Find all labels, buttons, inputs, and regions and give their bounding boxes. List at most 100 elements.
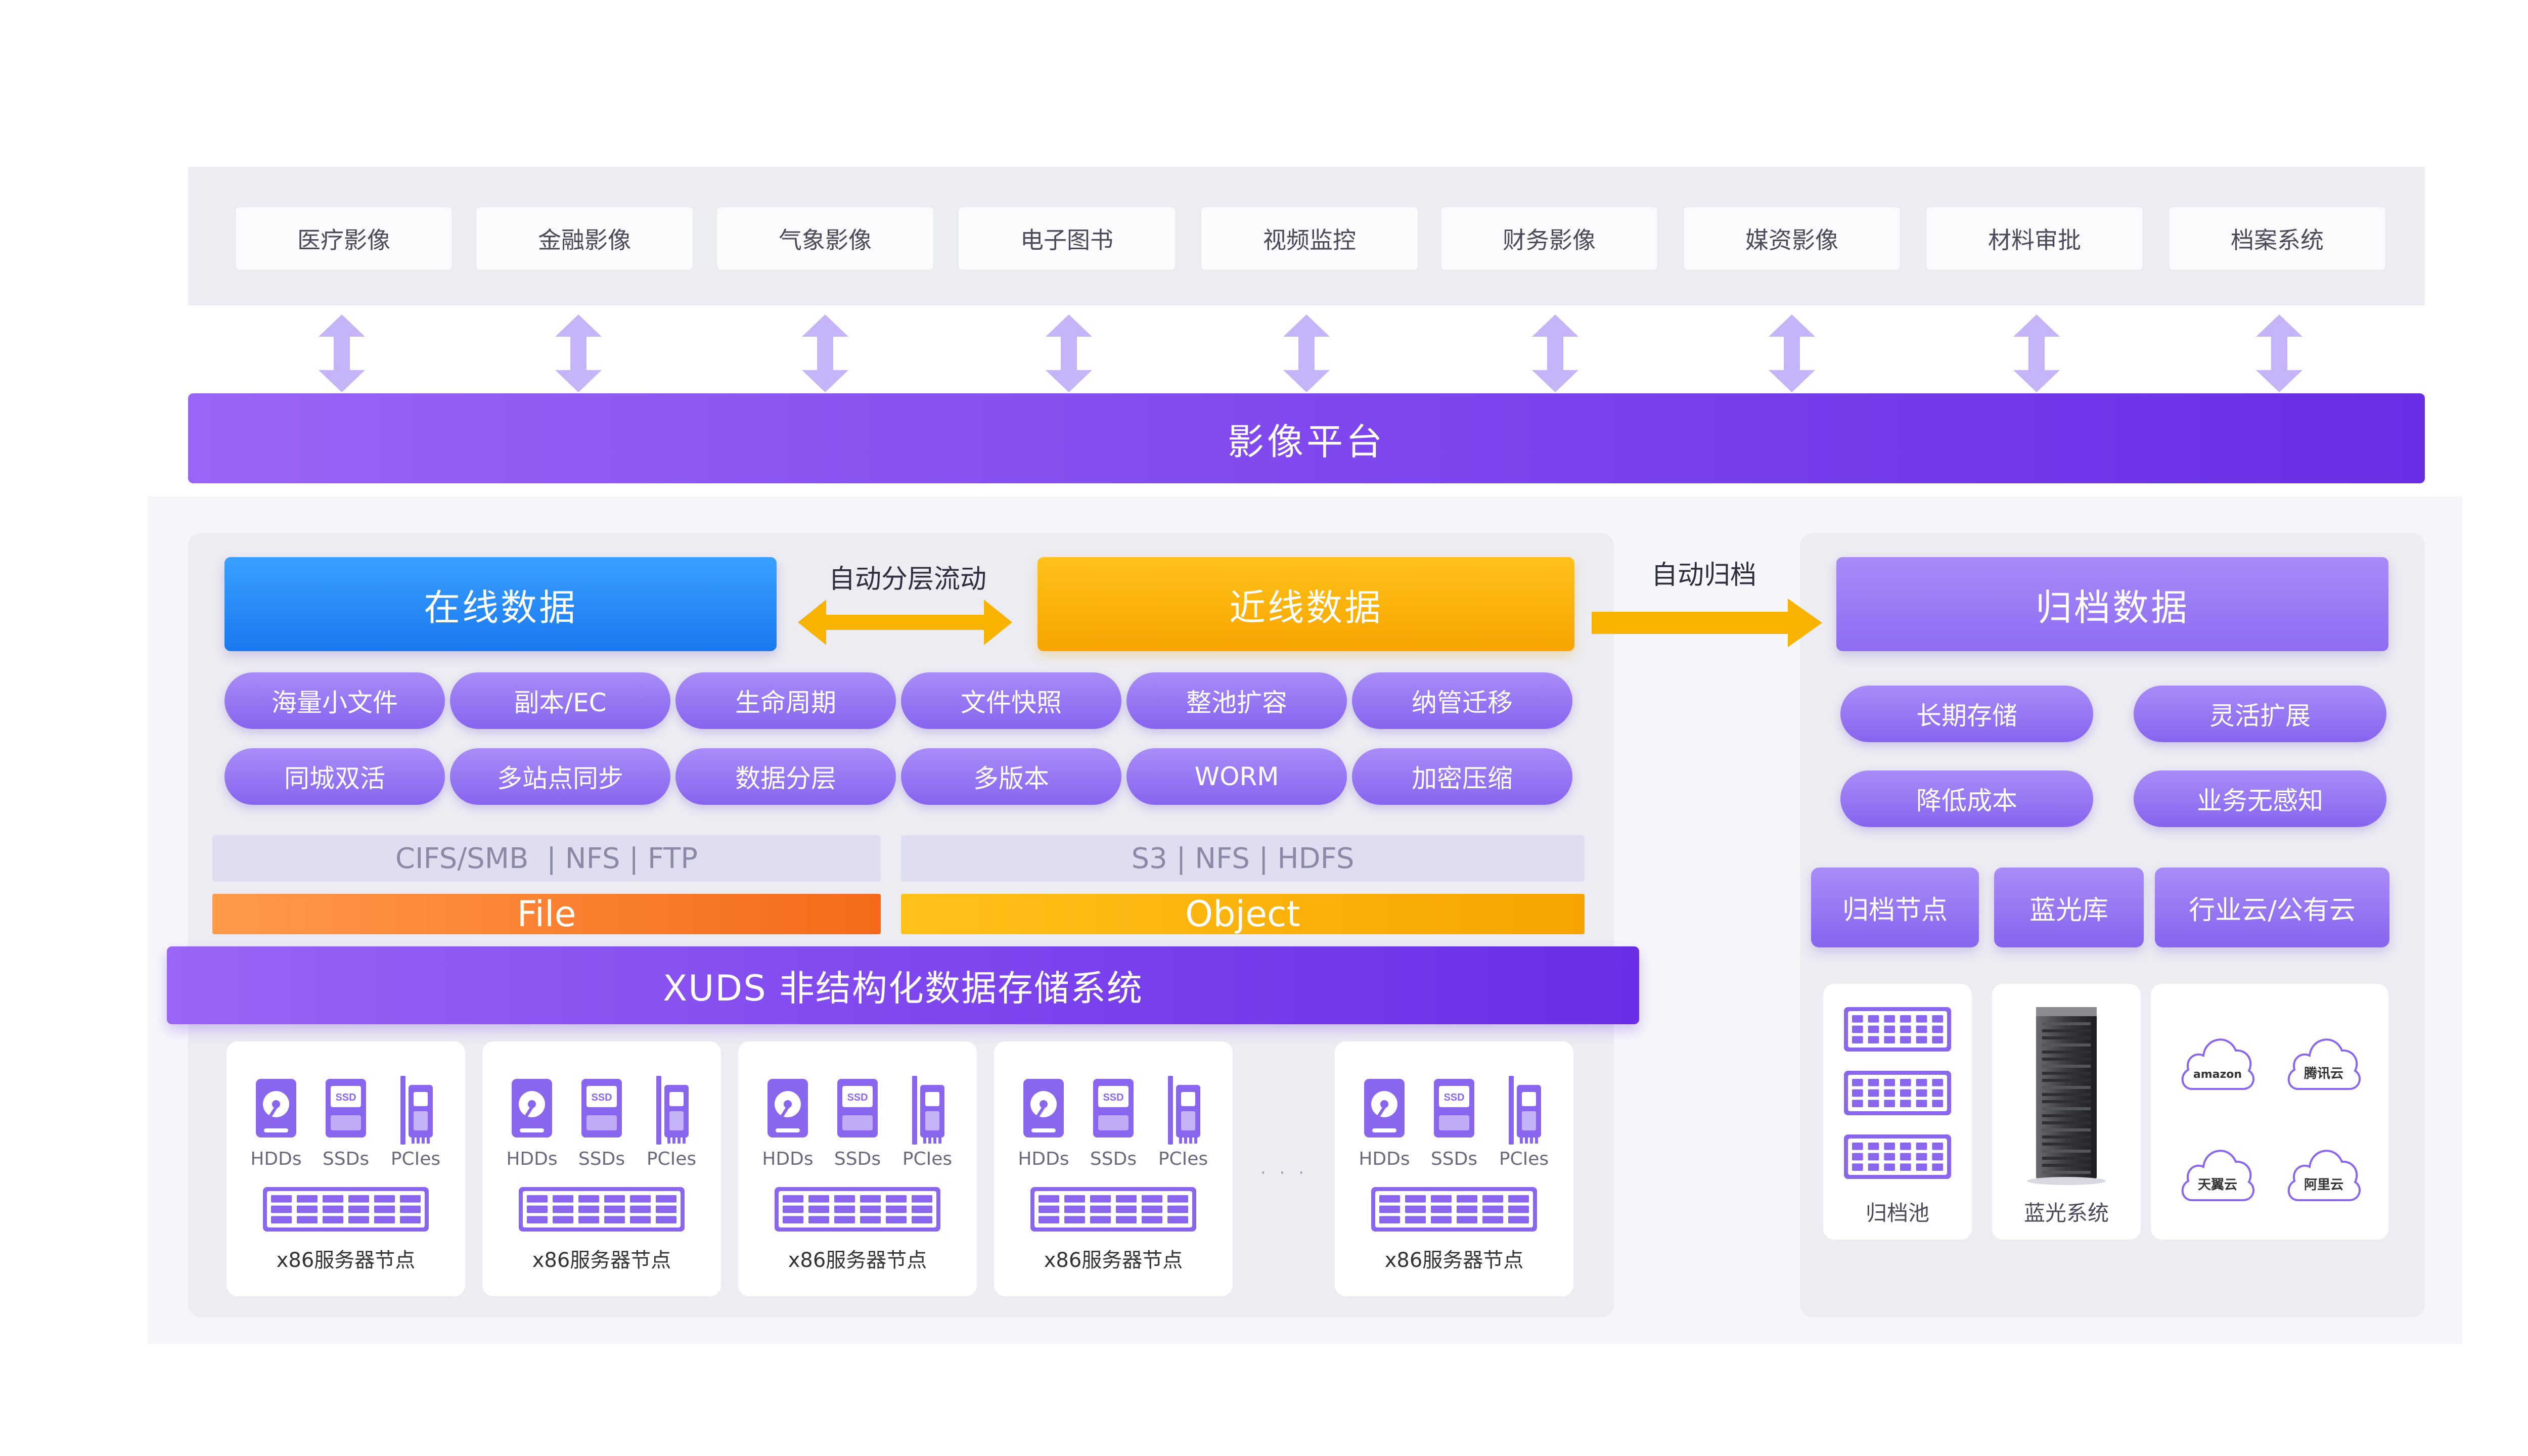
- bidirectional-arrow-9: [2256, 314, 2303, 392]
- pcie-label: PCIes: [1499, 1149, 1549, 1169]
- x86-server-node: SSD HDDs SSDs PCIes x86服务器节点: [994, 1041, 1233, 1296]
- ssd-icon: SSD: [1434, 1079, 1474, 1138]
- scenario-4: 电子图书: [959, 207, 1175, 270]
- scenario-5: 视频监控: [1201, 207, 1418, 270]
- x86-server-node: SSD HDDs SSDs PCIes x86服务器节点: [1335, 1041, 1573, 1296]
- cloud-brand-label: 天翼云: [2198, 1177, 2237, 1193]
- archive-feature-pill: 降低成本: [1840, 770, 2093, 827]
- scenario-6: 财务影像: [1441, 207, 1657, 270]
- scenario-1: 医疗影像: [236, 207, 452, 270]
- archive-feature-pill: 灵活扩展: [2134, 686, 2386, 742]
- cloud-brand-label: 阿里云: [2304, 1177, 2343, 1193]
- bluray-library-box: 蓝光库: [1994, 868, 2144, 947]
- online-data-box: 在线数据: [224, 557, 777, 651]
- server-chassis-icon: [519, 1187, 685, 1232]
- ssd-label: SSDs: [1090, 1149, 1137, 1169]
- archive-node-box: 归档节点: [1811, 868, 1979, 947]
- file-storage-bar: File: [212, 893, 881, 935]
- node-label: x86服务器节点: [276, 1249, 416, 1272]
- pcie-card-icon: [912, 1076, 944, 1145]
- node-label: x86服务器节点: [1384, 1249, 1524, 1272]
- cloud-brand-label: 腾讯云: [2304, 1066, 2343, 1081]
- nearline-data-box: 近线数据: [1037, 557, 1574, 651]
- bidirectional-arrow-7: [1769, 314, 1815, 392]
- bidirectional-arrow-4: [1046, 314, 1092, 392]
- file-protocols: CIFS/SMB | NFS | FTP: [212, 835, 881, 882]
- hdd-label: HDDs: [762, 1149, 814, 1169]
- node-label: x86服务器节点: [788, 1249, 927, 1272]
- tier-flow-double-arrow: [798, 600, 1012, 645]
- imaging-platform-bar: 影像平台: [188, 393, 2425, 483]
- ssd-badge: SSD: [1103, 1092, 1123, 1103]
- feature-pill: 纳管迁移: [1352, 672, 1572, 729]
- ssd-badge: SSD: [847, 1092, 868, 1103]
- tier-flow-label: 自动分层流动: [828, 564, 986, 595]
- feature-pill: 生命周期: [675, 672, 896, 729]
- archive-feature-pill: 长期存储: [1840, 686, 2093, 742]
- bidirectional-arrow-5: [1283, 314, 1330, 392]
- more-nodes-ellipsis: · · ·: [1260, 1163, 1308, 1183]
- archive-pool-label: 归档池: [1865, 1201, 1929, 1225]
- ssd-label: SSDs: [578, 1149, 625, 1169]
- bluray-system-label: 蓝光系统: [2023, 1201, 2109, 1225]
- server-chassis-icon: [263, 1187, 429, 1232]
- bidirectional-arrow-6: [1532, 314, 1578, 392]
- feature-pill: 同城双活: [224, 748, 445, 805]
- hdd-icon: [768, 1079, 808, 1138]
- object-storage-bar: Object: [901, 893, 1585, 935]
- hdd-label: HDDs: [1359, 1149, 1410, 1169]
- pcie-label: PCIes: [646, 1149, 697, 1169]
- server-chassis-icon: [1371, 1187, 1537, 1232]
- pcie-label: PCIes: [1158, 1149, 1208, 1169]
- pcie-card-icon: [1509, 1076, 1541, 1145]
- archive-feature-pill: 业务无感知: [2134, 770, 2386, 827]
- bidirectional-arrow-1: [319, 314, 365, 392]
- scenario-8: 材料审批: [1926, 207, 2143, 270]
- hdd-icon: [256, 1079, 296, 1138]
- pcie-card-icon: [656, 1076, 689, 1145]
- feature-pill: 加密压缩: [1352, 748, 1572, 805]
- archive-pool-server-icon: [1844, 1007, 1951, 1179]
- server-chassis-icon: [1030, 1187, 1196, 1232]
- ssd-badge: SSD: [1443, 1092, 1464, 1103]
- hdd-icon: [512, 1079, 552, 1138]
- object-protocols: S3 | NFS | HDFS: [901, 835, 1585, 882]
- aliyun-cloud-icon: 阿里云: [2287, 1150, 2361, 1201]
- feature-pill: 文件快照: [901, 672, 1121, 729]
- node-label: x86服务器节点: [1044, 1249, 1183, 1272]
- ssd-label: SSDs: [322, 1149, 370, 1169]
- ssd-label: SSDs: [1430, 1149, 1478, 1169]
- archive-pool-card: 归档池: [1823, 984, 1972, 1240]
- feature-pill: 多站点同步: [450, 748, 670, 805]
- pcie-card-icon: [1168, 1076, 1200, 1145]
- ssd-icon: SSD: [581, 1079, 622, 1138]
- feature-pill: 整池扩容: [1126, 672, 1347, 729]
- feature-pill: 海量小文件: [224, 672, 445, 729]
- pcie-label: PCIes: [902, 1149, 953, 1169]
- scenario-3: 气象影像: [717, 207, 933, 270]
- auto-archive-arrow: [1592, 599, 1822, 647]
- ssd-badge: SSD: [335, 1092, 356, 1103]
- hdd-icon: [1023, 1079, 1064, 1138]
- xuds-system-bar: XUDS 非结构化数据存储系统: [167, 946, 1639, 1024]
- bidirectional-arrow-8: [2013, 314, 2060, 392]
- pcie-label: PCIes: [390, 1149, 441, 1169]
- pcie-card-icon: [400, 1076, 433, 1145]
- hdd-label: HDDs: [1018, 1149, 1069, 1169]
- ssd-icon: SSD: [837, 1079, 878, 1138]
- industry-public-cloud-box: 行业云/公有云: [2155, 868, 2389, 947]
- ssd-icon: SSD: [326, 1079, 366, 1138]
- hdd-label: HDDs: [506, 1149, 558, 1169]
- scenario-9: 档案系统: [2169, 207, 2385, 270]
- feature-pill: 数据分层: [675, 748, 896, 805]
- archive-data-box: 归档数据: [1836, 557, 2388, 651]
- ssd-badge: SSD: [591, 1092, 612, 1103]
- hdd-label: HDDs: [250, 1149, 302, 1169]
- ssd-icon: SSD: [1093, 1079, 1134, 1138]
- tencent-cloud-icon: 腾讯云: [2287, 1038, 2361, 1090]
- server-chassis-icon: [775, 1187, 940, 1232]
- bluray-rack-icon: [2027, 1007, 2106, 1185]
- x86-server-node: SSD HDDs SSDs PCIes x86服务器节点: [227, 1041, 465, 1296]
